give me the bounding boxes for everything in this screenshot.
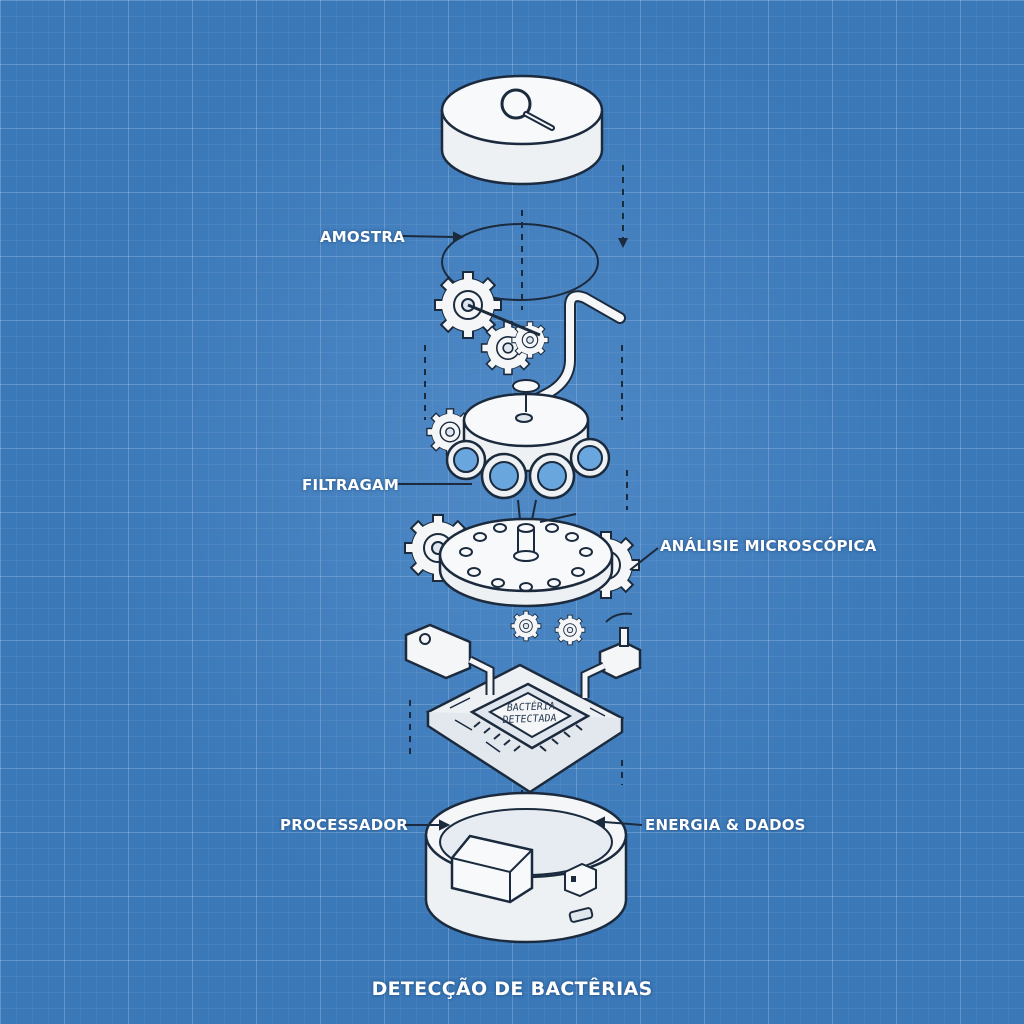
chip-icon: BACTÉRIA DETECTADA [469,682,591,752]
chip-text-line1: BACTÉRIA [506,699,555,714]
tube-icon [529,290,626,406]
label-processador: PROCESSADOR [280,816,409,834]
leader-lines [398,231,659,831]
battery-icon [450,834,534,904]
magnifier-icon [500,88,555,131]
base-housing [424,791,628,944]
circuit-board: BACTÉRIA DETECTADA [404,612,642,794]
analysis-disc [404,499,640,646]
port-module [564,862,597,898]
usb-port-icon [568,907,594,923]
label-filtragam: FILTRAGAM [302,476,399,494]
label-analise: ANÁLISIE MICROSCÓPICA [660,537,877,555]
gear-train [434,271,549,376]
label-energia: ENERGIA & DADOS [645,816,806,834]
filtration-manifold [426,379,611,500]
sample-ring [441,223,599,301]
top-lid [440,74,604,186]
gear-icon [511,321,549,359]
label-amostra: AMOSTRA [320,228,405,246]
diagram-title: DETECÇÃO DE BACTÊRIAS [371,978,653,1000]
chip-text-line2: DETECTADA [502,713,557,726]
